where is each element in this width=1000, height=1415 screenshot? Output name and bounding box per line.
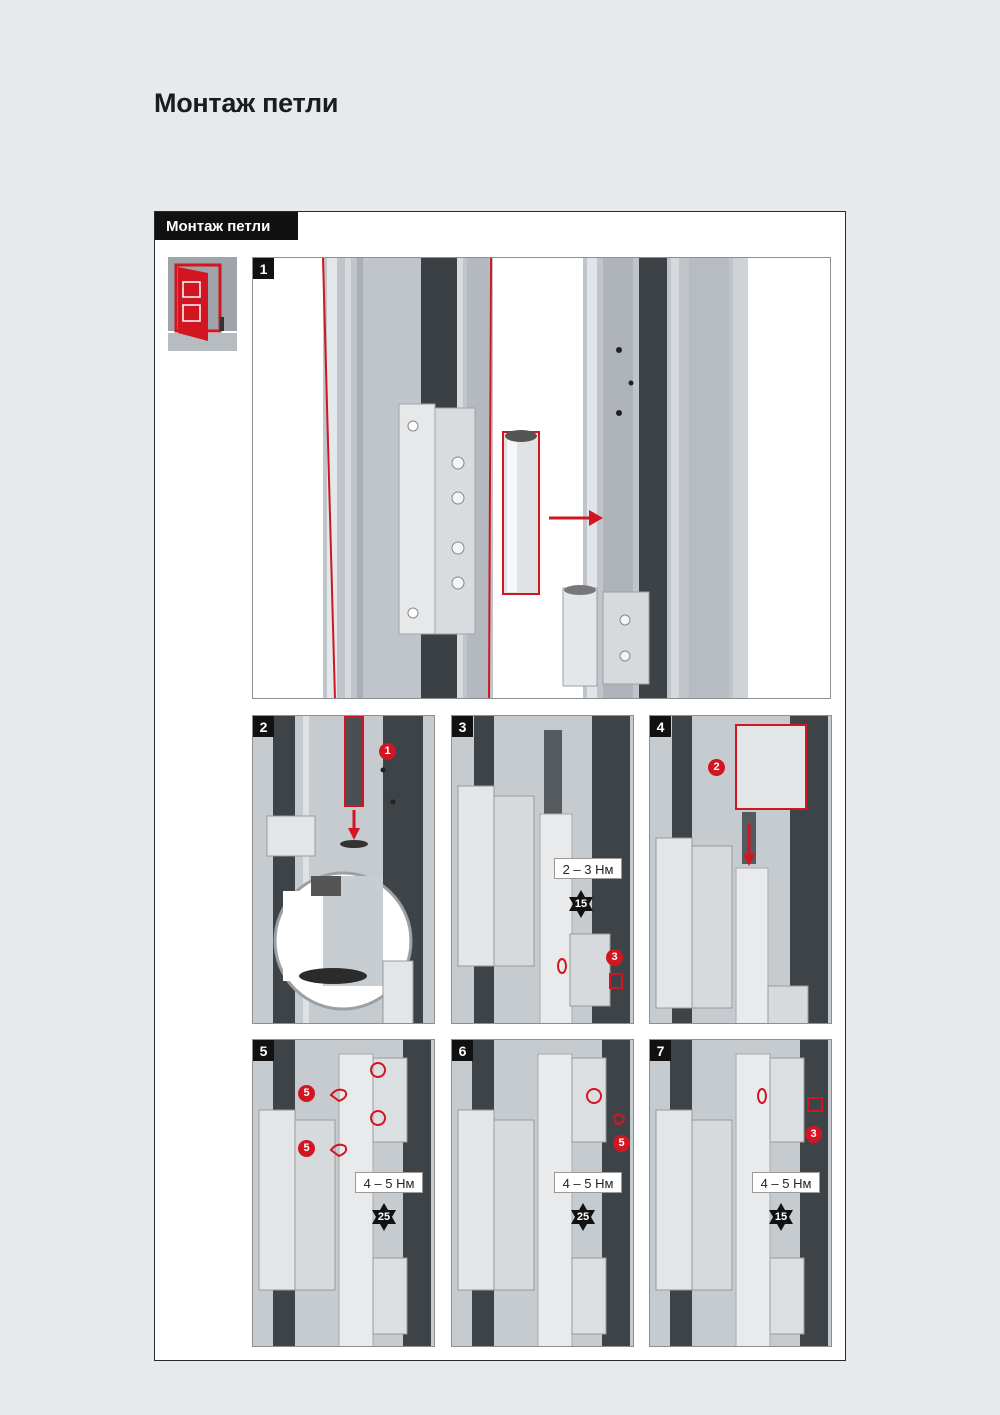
step-number: 6: [452, 1040, 473, 1061]
step-7-panel: 7 3 4 – 5 Нм 15: [649, 1039, 832, 1347]
callout-badge: 3: [606, 949, 623, 966]
step-4-panel: 4 2: [649, 715, 832, 1024]
step-3-panel: 3 2 – 3 Нм 15 3: [451, 715, 634, 1024]
callout-badge: 2: [708, 759, 725, 776]
door-open-icon: [168, 257, 237, 351]
step-number: 3: [452, 716, 473, 737]
torx-bit-icon: [569, 890, 593, 918]
torque-label: 2 – 3 Нм: [554, 858, 622, 879]
torx-bit-icon: [571, 1203, 595, 1231]
step-number: 4: [650, 716, 671, 737]
torx-size: 25: [576, 1211, 590, 1223]
section-tab: Монтаж петли: [155, 212, 298, 240]
callout-badge: 5: [298, 1085, 315, 1102]
step-5-panel: 5 5 5 4 – 5 Нм 25: [252, 1039, 435, 1347]
torx-size: 25: [377, 1211, 391, 1223]
torque-label: 4 – 5 Нм: [554, 1172, 622, 1193]
step-number: 5: [253, 1040, 274, 1061]
callout-badge: 3: [805, 1126, 822, 1143]
torx-size: 15: [574, 898, 588, 910]
callout-badge: 5: [298, 1140, 315, 1157]
callout-badge: 5: [613, 1135, 630, 1152]
step-2-panel: 2 1: [252, 715, 435, 1024]
torque-label: 4 – 5 Нм: [355, 1172, 423, 1193]
installation-frame: Монтаж петли 1: [154, 211, 846, 1361]
torx-bit-icon: [769, 1203, 793, 1231]
step-number: 1: [253, 258, 274, 279]
torx-size: 15: [774, 1211, 788, 1223]
step-number: 7: [650, 1040, 671, 1061]
step-number: 2: [253, 716, 274, 737]
torx-bit-icon: [372, 1203, 396, 1231]
page-title: Монтаж петли: [154, 88, 339, 118]
torque-label: 4 – 5 Нм: [752, 1172, 820, 1193]
callout-badge: 1: [379, 743, 396, 760]
step-6-panel: 6 5 4 – 5 Нм 25: [451, 1039, 634, 1347]
step-1-panel: 1: [252, 257, 831, 699]
